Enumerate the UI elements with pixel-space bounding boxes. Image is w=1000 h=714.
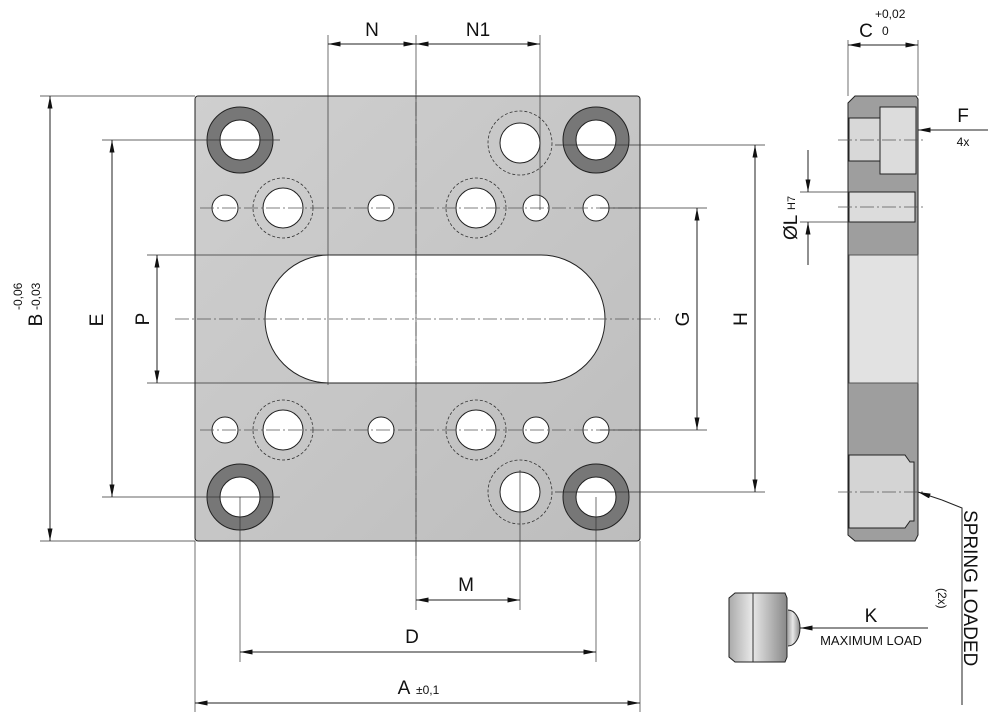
spring-count-label: (2x) <box>935 588 949 609</box>
dim-label-n1: N1 <box>466 20 490 41</box>
dim-label-d: D <box>405 627 419 648</box>
dim-label-c: C <box>859 21 873 42</box>
dim-tol-c-lower: 0 <box>882 24 889 38</box>
top-plate-view <box>175 80 660 560</box>
dim-label-a: A <box>398 678 411 699</box>
dim-tol-b-lower: -0,03 <box>29 282 43 310</box>
extension-lines <box>40 35 765 712</box>
dim-label-k: K <box>865 606 878 627</box>
dim-tol-c-upper: +0,02 <box>875 7 906 21</box>
dim-label-b: B <box>26 314 47 327</box>
dim-tol-l: H7 <box>786 196 798 210</box>
dim-label-g: G <box>673 312 694 327</box>
dim-label-n: N <box>365 20 379 41</box>
dim-tol-b-upper: -0,06 <box>11 282 25 310</box>
side-view <box>800 40 988 705</box>
dim-label-b-group: B -0,06 -0,03 <box>11 282 47 326</box>
dim-label-h: H <box>731 312 752 326</box>
dim-label-e: E <box>87 314 108 327</box>
dim-label-p: P <box>133 313 154 326</box>
dim-label-l: ØL <box>781 215 802 240</box>
dimension-lines <box>47 41 758 706</box>
dim-label-m: M <box>458 575 474 596</box>
dim-tol-a: ±0,1 <box>416 683 440 697</box>
spring-plunger-detail <box>728 592 928 663</box>
dim-count-f: 4x <box>957 135 970 149</box>
spring-loaded-label: SPRING LOADED <box>959 510 980 666</box>
dim-label-l-group: ØL H7 <box>781 196 802 240</box>
dim-label-f: F <box>957 106 969 127</box>
max-load-label: MAXIMUM LOAD <box>820 633 922 648</box>
